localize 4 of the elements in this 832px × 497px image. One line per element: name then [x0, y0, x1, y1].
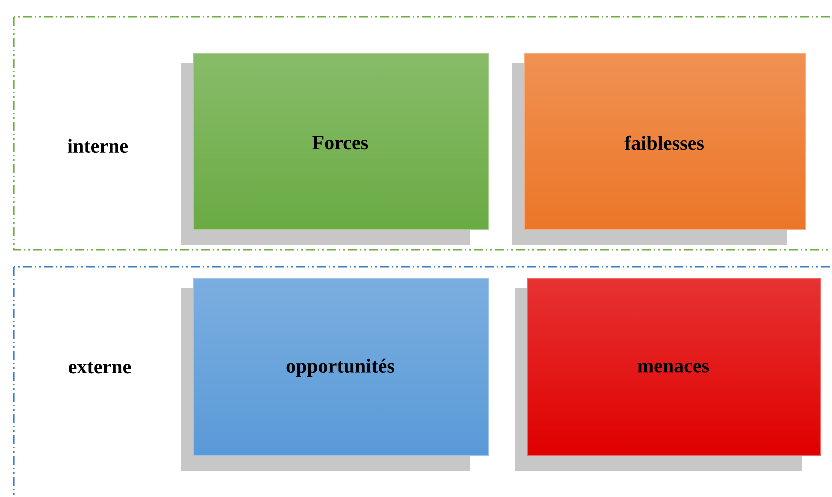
swot-box: menaces [515, 278, 822, 471]
swot-box: opportunités [181, 278, 490, 471]
swot-box: Forces [181, 53, 490, 245]
swot-box: faiblesses [512, 53, 806, 245]
